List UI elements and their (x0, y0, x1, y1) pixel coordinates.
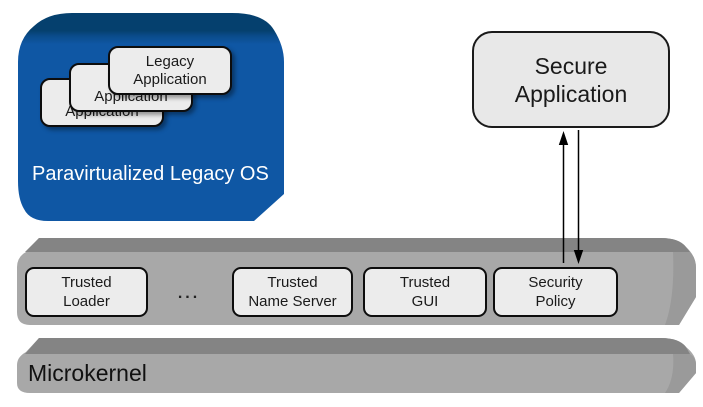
trusted-name-server-box: Trusted Name Server (232, 267, 353, 317)
secure-application-box: Secure Application (472, 31, 670, 128)
trusted-loader-label: Trusted Loader (61, 274, 112, 310)
trusted-loader-box: Trusted Loader (25, 267, 148, 317)
legacy-app-box-front: Legacy Application (108, 46, 232, 95)
trusted-services-bar: Trusted Loader ... Trusted Name Server T… (13, 238, 697, 325)
security-policy-box: Security Policy (493, 267, 618, 317)
security-policy-label: Security Policy (528, 274, 583, 310)
legacy-app-label: Legacy Application (133, 52, 207, 88)
trusted-gui-label: Trusted GUI (399, 274, 451, 310)
microkernel-slab-shape (17, 338, 696, 393)
legacy-os-block: Legacy Application Legacy Application Le… (18, 13, 284, 221)
trusted-gui-box: Trusted GUI (363, 267, 487, 317)
microkernel-bar: Microkernel (13, 338, 697, 393)
microkernel-label: Microkernel (28, 360, 147, 386)
services-ellipsis: ... (177, 285, 201, 302)
legacy-os-label: Paravirtualized Legacy OS (32, 163, 269, 185)
trusted-name-server-label: Trusted Name Server (248, 274, 337, 310)
secure-application-label: Secure Application (514, 52, 628, 107)
